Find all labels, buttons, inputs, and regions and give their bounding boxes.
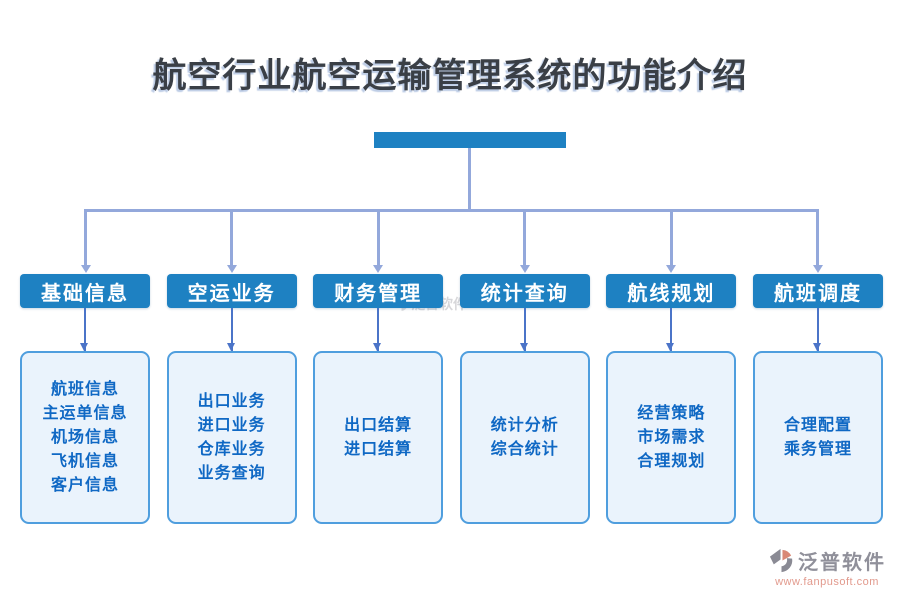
header-statistics: 统计查询 [459, 274, 590, 308]
item-warehouse-business: 仓库业务 [197, 440, 266, 458]
branch-arrow-4 [519, 212, 530, 273]
branch-crossbar [84, 209, 819, 212]
column-basic-info: 基础信息 航班信息 主运单信息 机场信息 飞机信息 客户信息 [20, 274, 150, 524]
down-arrow [226, 308, 235, 351]
column-finance: 财务管理 出口结算 进口结算 [313, 274, 444, 524]
fanpu-logo-icon [769, 548, 793, 573]
branch-arrow-1 [80, 212, 91, 273]
column-route-planning: 航线规划 经营策略 市场需求 合理规划 [606, 274, 737, 524]
item-import-business: 进口业务 [197, 416, 266, 434]
items-finance: 出口结算 进口结算 [313, 351, 444, 524]
branch-arrow-3 [373, 212, 383, 273]
item-airport-info: 机场信息 [50, 428, 119, 446]
header-route-planning: 航线规划 [606, 274, 737, 308]
items-flight-scheduling: 合理配置 乘务管理 [752, 351, 883, 524]
down-arrow [812, 308, 821, 351]
root-node [374, 132, 566, 148]
function-columns: 基础信息 航班信息 主运单信息 机场信息 飞机信息 客户信息 空运业务 出口业务… [20, 274, 883, 524]
item-market-demand: 市场需求 [637, 428, 706, 446]
item-business-strategy: 经营策略 [637, 404, 706, 422]
item-master-waybill-info: 主运单信息 [42, 404, 128, 422]
items-route-planning: 经营策略 市场需求 合理规划 [606, 351, 737, 524]
down-arrow [519, 308, 528, 351]
items-statistics: 统计分析 综合统计 [459, 351, 590, 524]
header-air-transport: 空运业务 [166, 274, 297, 308]
column-statistics: 统计查询 统计分析 综合统计 [459, 274, 590, 524]
down-arrow [666, 308, 675, 351]
header-basic-info: 基础信息 [20, 274, 150, 308]
item-export-business: 出口业务 [197, 392, 266, 410]
item-comprehensive-statistics: 综合统计 [490, 440, 559, 458]
item-customer-info: 客户信息 [50, 476, 119, 494]
down-arrow [80, 308, 88, 351]
item-business-query: 业务查询 [197, 464, 266, 482]
column-air-transport: 空运业务 出口业务 进口业务 仓库业务 业务查询 [166, 274, 297, 524]
brand-watermark: 泛普软件 www.fanpusoft.com [768, 546, 886, 588]
branch-arrow-2 [226, 212, 237, 273]
header-finance: 财务管理 [313, 274, 444, 308]
down-arrow [373, 308, 382, 351]
items-basic-info: 航班信息 主运单信息 机场信息 飞机信息 客户信息 [20, 351, 150, 524]
item-rational-allocation: 合理配置 [783, 416, 852, 434]
header-flight-scheduling: 航班调度 [752, 274, 883, 308]
brand-url: www.fanpusoft.com [775, 576, 879, 588]
item-aircraft-info: 飞机信息 [50, 452, 119, 470]
item-export-settlement: 出口结算 [344, 416, 413, 434]
branch-arrow-6 [812, 212, 823, 273]
item-flight-info: 航班信息 [50, 380, 119, 398]
trunk-line [468, 148, 471, 211]
page-title: 航空行业航空运输管理系统的功能介绍 [152, 58, 748, 95]
brand-row: 泛普软件 [768, 546, 886, 575]
brand-name: 泛普软件 [798, 552, 886, 574]
branch-arrow-5 [666, 212, 676, 273]
item-statistical-analysis: 统计分析 [490, 416, 559, 434]
column-flight-scheduling: 航班调度 合理配置 乘务管理 [752, 274, 883, 524]
item-rational-planning: 合理规划 [637, 452, 706, 470]
items-air-transport: 出口业务 进口业务 仓库业务 业务查询 [166, 351, 297, 524]
item-import-settlement: 进口结算 [344, 440, 413, 458]
item-crew-management: 乘务管理 [783, 440, 852, 458]
